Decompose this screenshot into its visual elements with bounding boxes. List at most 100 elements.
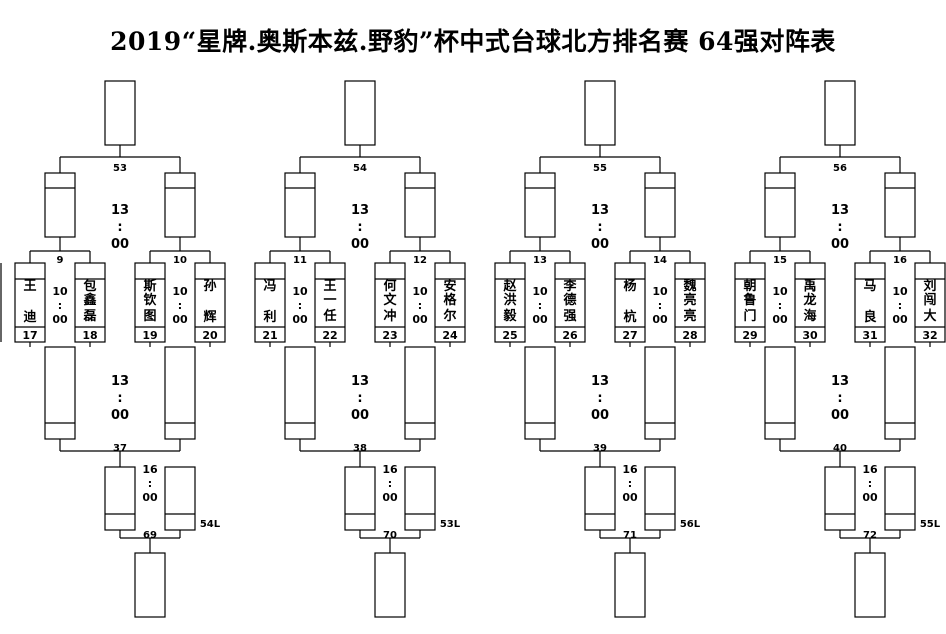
match-time: : bbox=[58, 299, 62, 312]
bracket-section: 5613:001510:00朝鲁门29禹龙海301610:00马良31刘闯大32… bbox=[734, 80, 946, 618]
match-time: 00 bbox=[652, 313, 668, 326]
player-box bbox=[434, 262, 466, 343]
match-time: : bbox=[357, 391, 362, 406]
match-time: 13 bbox=[831, 203, 849, 218]
player-box bbox=[194, 262, 226, 343]
match-time: 00 bbox=[111, 237, 129, 252]
player-name-char: 何 bbox=[383, 278, 396, 294]
seed-number: 19 bbox=[142, 329, 157, 342]
player-name-char: 辉 bbox=[203, 310, 216, 325]
match-time: : bbox=[418, 299, 422, 312]
match-time: 00 bbox=[862, 491, 878, 504]
loser-reference: 54L bbox=[200, 519, 221, 530]
player-name-char: 毅 bbox=[502, 308, 517, 324]
match-time: 00 bbox=[831, 237, 849, 252]
winner-box bbox=[104, 80, 136, 146]
seed-number: 31 bbox=[862, 329, 877, 342]
player-box bbox=[314, 262, 346, 343]
match-number: 71 bbox=[623, 530, 637, 541]
match-number: 53 bbox=[113, 163, 127, 174]
final-winner-box bbox=[854, 552, 886, 618]
player-name-char: 禹 bbox=[803, 278, 816, 294]
player-name-char: 洪 bbox=[503, 292, 516, 308]
seed-number: 22 bbox=[322, 329, 337, 342]
page-title: 2019“星牌.奥斯本兹.野豹”杯中式台球北方排名赛 64强对阵表 bbox=[110, 27, 836, 56]
player-name-char: 包 bbox=[83, 278, 96, 294]
final-box bbox=[104, 466, 136, 531]
final-box bbox=[344, 466, 376, 531]
player-name-char: 亮 bbox=[683, 292, 696, 308]
player-name-char: 龙 bbox=[803, 292, 816, 308]
player-name-char: 杭 bbox=[623, 309, 636, 325]
match-time: 10 bbox=[532, 285, 548, 298]
match-time: : bbox=[298, 299, 302, 312]
player-box bbox=[14, 262, 46, 343]
player-name-char: 冲 bbox=[383, 308, 396, 324]
bracket-section: 5513:001310:00赵洪毅25李德强261410:00杨杭27魏亮亮28… bbox=[494, 80, 706, 618]
player-name-char: 鑫 bbox=[82, 292, 96, 308]
final-box bbox=[644, 466, 676, 531]
match-time: 10 bbox=[412, 285, 428, 298]
seed-number: 25 bbox=[502, 329, 517, 342]
match-number: 13 bbox=[533, 255, 547, 266]
seed-number: 27 bbox=[622, 329, 637, 342]
match-number: 69 bbox=[143, 530, 157, 541]
player-name-char: 冯 bbox=[263, 279, 276, 294]
player-box bbox=[794, 262, 826, 343]
semi-box bbox=[884, 172, 916, 238]
bracket-section: 5413:001110:00冯利21王一任221210:00何文冲23安格尔24… bbox=[254, 80, 466, 618]
match-time: 00 bbox=[831, 408, 849, 423]
lower-box bbox=[404, 346, 436, 440]
semi-box bbox=[524, 172, 556, 238]
player-box bbox=[734, 262, 766, 343]
player-name-char: 大 bbox=[923, 308, 936, 324]
player-name-char: 刘 bbox=[923, 278, 936, 294]
final-box bbox=[164, 466, 196, 531]
player-name-char: 一 bbox=[323, 293, 336, 308]
match-time: 10 bbox=[772, 285, 788, 298]
match-time: : bbox=[837, 220, 842, 235]
match-time: 00 bbox=[532, 313, 548, 326]
match-time: 13 bbox=[591, 374, 609, 389]
match-time: 00 bbox=[772, 313, 788, 326]
match-time: 10 bbox=[172, 285, 188, 298]
match-time: 00 bbox=[142, 491, 158, 504]
player-box bbox=[914, 262, 946, 343]
match-number: 9 bbox=[57, 255, 64, 266]
match-time: 00 bbox=[111, 408, 129, 423]
player-name-char: 尔 bbox=[443, 308, 456, 324]
player-name-char: 图 bbox=[143, 309, 156, 324]
match-time: 00 bbox=[591, 237, 609, 252]
match-time: : bbox=[658, 299, 662, 312]
player-name-char: 海 bbox=[803, 308, 816, 324]
player-name-char: 闯 bbox=[923, 292, 936, 308]
match-time: : bbox=[117, 391, 122, 406]
final-winner-box bbox=[614, 552, 646, 618]
player-name-char: 文 bbox=[383, 292, 397, 308]
match-time: : bbox=[898, 299, 902, 312]
match-time: : bbox=[597, 391, 602, 406]
semi-box bbox=[44, 172, 76, 238]
lower-box bbox=[644, 346, 676, 440]
player-name-char: 李 bbox=[562, 278, 577, 294]
final-box bbox=[404, 466, 436, 531]
winner-box bbox=[824, 80, 856, 146]
seed-number: 18 bbox=[82, 329, 97, 342]
match-time: 00 bbox=[892, 313, 908, 326]
player-name-char: 德 bbox=[563, 292, 576, 308]
match-number: 12 bbox=[413, 255, 427, 266]
winner-box bbox=[344, 80, 376, 146]
match-time: 13 bbox=[351, 374, 369, 389]
player-name-char: 利 bbox=[263, 309, 276, 325]
match-time: 10 bbox=[52, 285, 68, 298]
final-box bbox=[884, 466, 916, 531]
match-number: 15 bbox=[773, 255, 787, 266]
match-number: 40 bbox=[833, 443, 847, 454]
match-number: 11 bbox=[293, 255, 307, 266]
seed-number: 32 bbox=[922, 329, 937, 342]
match-number: 70 bbox=[383, 530, 397, 541]
match-time: 00 bbox=[622, 491, 638, 504]
semi-box bbox=[284, 172, 316, 238]
winner-box bbox=[584, 80, 616, 146]
